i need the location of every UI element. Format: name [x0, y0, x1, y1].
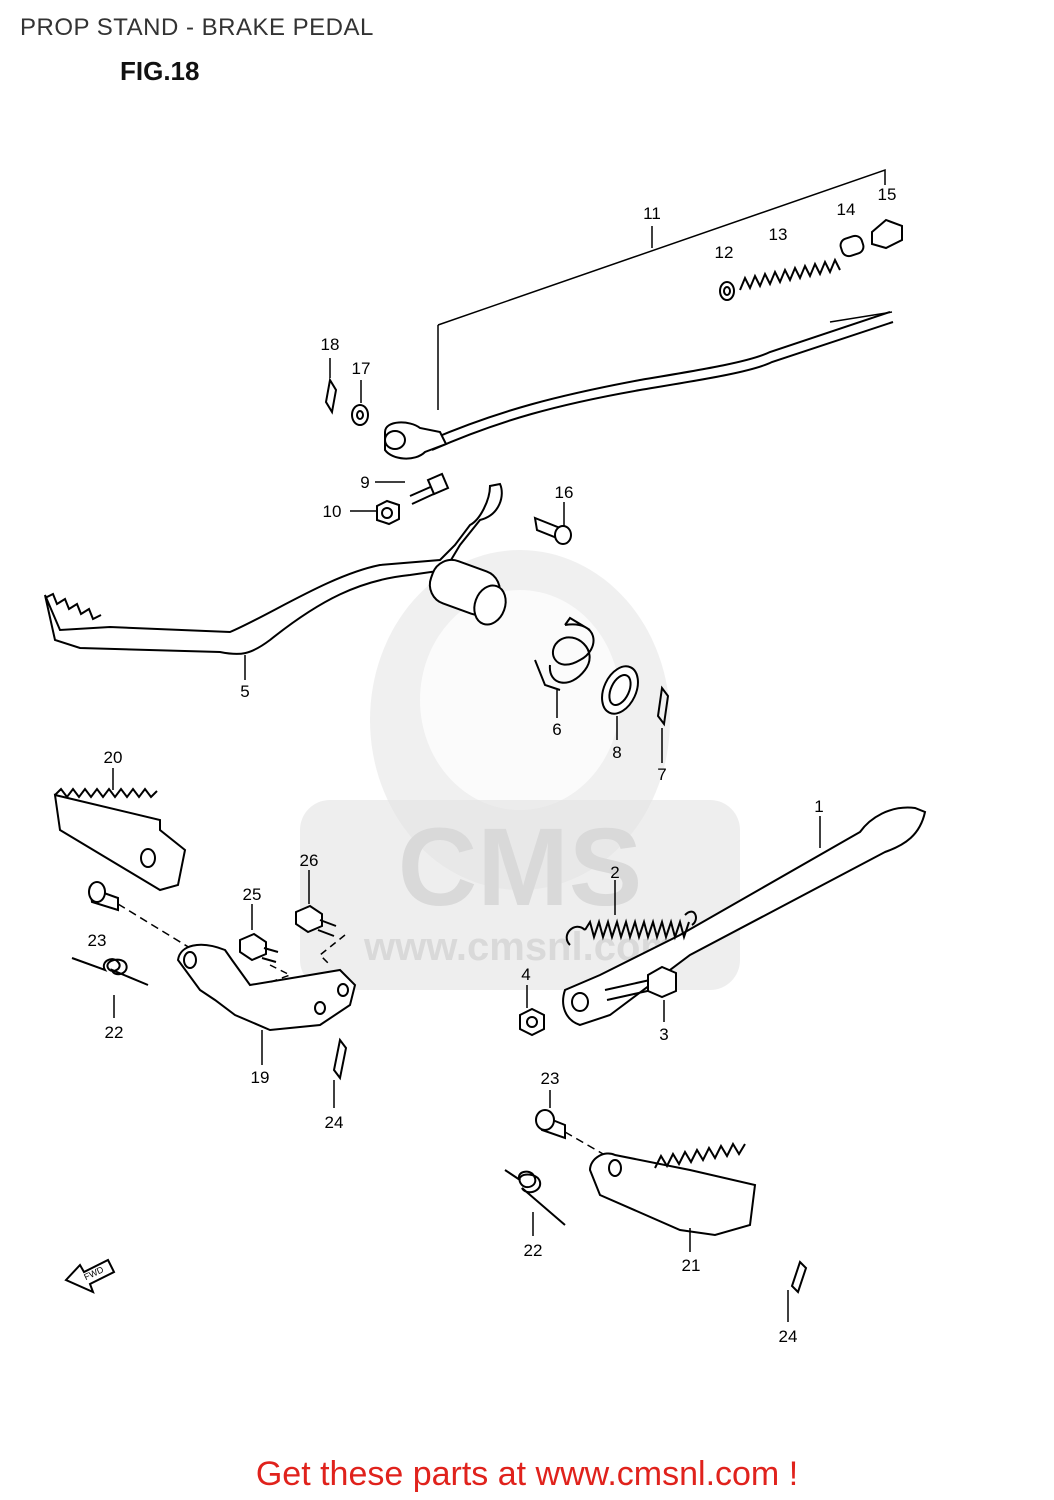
nut-4 — [519, 985, 545, 1037]
bolt-26 — [295, 870, 337, 937]
cotter-pin-7 — [656, 685, 670, 763]
callout-26[interactable]: 26 — [300, 851, 319, 870]
callout-23-right[interactable]: 23 — [541, 1069, 560, 1088]
return-spring-6 — [534, 616, 595, 718]
callout-25[interactable]: 25 — [243, 885, 262, 904]
brake-rod — [384, 311, 894, 460]
washer-17 — [351, 380, 369, 426]
callout-9[interactable]: 9 — [360, 473, 369, 492]
callout-8[interactable]: 8 — [612, 743, 621, 762]
callout-17[interactable]: 17 — [352, 359, 371, 378]
forward-direction-arrow[interactable]: FWD — [64, 1258, 116, 1294]
part-11-bracket — [437, 168, 886, 410]
footrest-20 — [53, 768, 187, 892]
bolt-3 — [604, 965, 677, 1022]
callout-10[interactable]: 10 — [323, 502, 342, 521]
callout-18[interactable]: 18 — [321, 335, 340, 354]
callout-22-right[interactable]: 22 — [524, 1241, 543, 1260]
prop-stand — [562, 806, 927, 1027]
cotter-pin-18 — [324, 358, 338, 415]
page-title: PROP STAND - BRAKE PEDAL — [20, 14, 374, 41]
callout-24-left[interactable]: 24 — [325, 1113, 344, 1132]
spring-22-right — [504, 1169, 566, 1236]
cotter-pin-24-left — [332, 1037, 348, 1108]
callout-13[interactable]: 13 — [769, 225, 788, 244]
callout-15[interactable]: 15 — [878, 185, 897, 204]
stand-spring-2 — [565, 880, 697, 946]
pin-23-right — [535, 1090, 611, 1159]
callout-16[interactable]: 16 — [555, 483, 574, 502]
spring-22-left — [71, 957, 149, 1018]
nut-10 — [350, 499, 400, 526]
callout-21[interactable]: 21 — [682, 1256, 701, 1275]
footrest-21 — [588, 1141, 757, 1252]
callout-14[interactable]: 14 — [837, 200, 856, 219]
callout-11[interactable]: 11 — [643, 204, 661, 223]
callout-12[interactable]: 12 — [715, 243, 734, 262]
callout-6[interactable]: 6 — [552, 720, 561, 739]
figure-number: FIG.18 — [120, 56, 200, 86]
callout-2[interactable]: 2 — [610, 863, 619, 882]
callout-19[interactable]: 19 — [251, 1068, 270, 1087]
brake-pedal — [44, 482, 507, 680]
callout-7[interactable]: 7 — [657, 765, 666, 784]
bolt-25 — [239, 904, 279, 963]
footer-link[interactable]: Get these parts at www.cmsnl.com ! — [255, 1455, 799, 1493]
callout-20[interactable]: 20 — [104, 748, 123, 767]
bolt-9 — [375, 472, 450, 505]
watermark-logo-text: CMS — [398, 806, 642, 929]
callout-24-right[interactable]: 24 — [779, 1327, 798, 1346]
callout-5[interactable]: 5 — [240, 682, 249, 701]
rod-spring-and-nuts — [719, 218, 903, 301]
pin-16 — [533, 502, 572, 545]
washer-8 — [601, 665, 639, 740]
callout-numbers: 1 2 3 4 5 6 7 8 9 10 11 12 13 14 15 16 1… — [88, 185, 897, 1346]
callout-23-left[interactable]: 23 — [88, 931, 107, 950]
footrest-bracket-19 — [176, 934, 357, 1065]
callout-1[interactable]: 1 — [814, 797, 823, 816]
watermark-url: www.cmsnl.com — [363, 925, 676, 969]
callout-3[interactable]: 3 — [659, 1025, 668, 1044]
pin-23-left — [88, 881, 191, 949]
cotter-pin-24-right — [787, 1260, 808, 1322]
callout-22-left[interactable]: 22 — [105, 1023, 124, 1042]
cms-watermark-logo: CMS www.cmsnl.com — [300, 550, 740, 990]
callout-4[interactable]: 4 — [521, 965, 530, 984]
